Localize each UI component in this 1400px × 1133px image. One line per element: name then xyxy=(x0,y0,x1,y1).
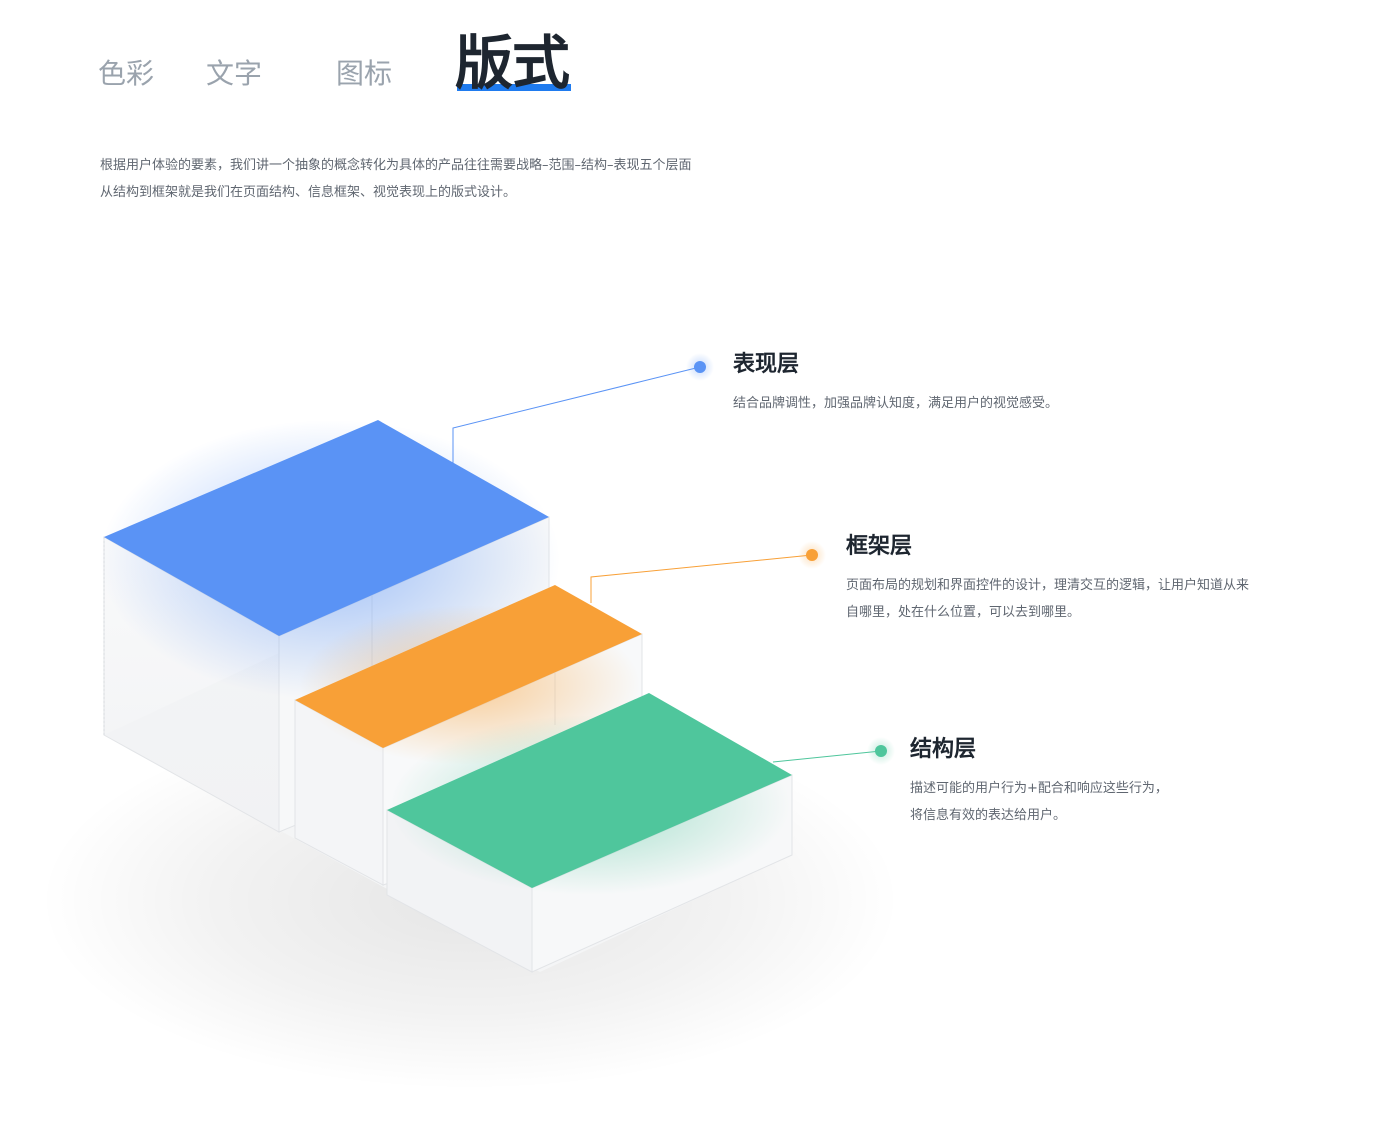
presentation-title: 表现层 xyxy=(733,354,1058,376)
presentation-annotation: 表现层 结合品牌调性，加强品牌认知度，满足用户的视觉感受。 xyxy=(733,354,1058,417)
structure-dot xyxy=(875,745,887,757)
framework-annotation: 框架层 页面布局的规划和界面控件的设计，理清交互的逻辑，让用户知道从来 自哪里，… xyxy=(846,536,1249,626)
structure-desc-line-1: 描述可能的用户行为+配合和响应这些行为， xyxy=(910,775,1168,802)
presentation-desc-line-1: 结合品牌调性，加强品牌认知度，满足用户的视觉感受。 xyxy=(733,390,1058,417)
presentation-dot xyxy=(694,361,706,373)
framework-desc-line-2: 自哪里，处在什么位置，可以去到哪里。 xyxy=(846,599,1249,626)
framework-description: 页面布局的规划和界面控件的设计，理清交互的逻辑，让用户知道从来 自哪里，处在什么… xyxy=(846,572,1249,626)
structure-leader-line xyxy=(773,751,881,762)
framework-desc-line-1: 页面布局的规划和界面控件的设计，理清交互的逻辑，让用户知道从来 xyxy=(846,572,1249,599)
presentation-leader-line xyxy=(453,367,700,463)
structure-annotation: 结构层 描述可能的用户行为+配合和响应这些行为， 将信息有效的表达给用户。 xyxy=(910,739,1168,829)
structure-desc-line-2: 将信息有效的表达给用户。 xyxy=(910,802,1168,829)
presentation-description: 结合品牌调性，加强品牌认知度，满足用户的视觉感受。 xyxy=(733,390,1058,417)
structure-description: 描述可能的用户行为+配合和响应这些行为， 将信息有效的表达给用户。 xyxy=(910,775,1168,829)
framework-title: 框架层 xyxy=(846,536,1249,558)
structure-title: 结构层 xyxy=(910,739,1168,761)
framework-leader-line xyxy=(591,555,812,603)
framework-dot xyxy=(806,549,818,561)
